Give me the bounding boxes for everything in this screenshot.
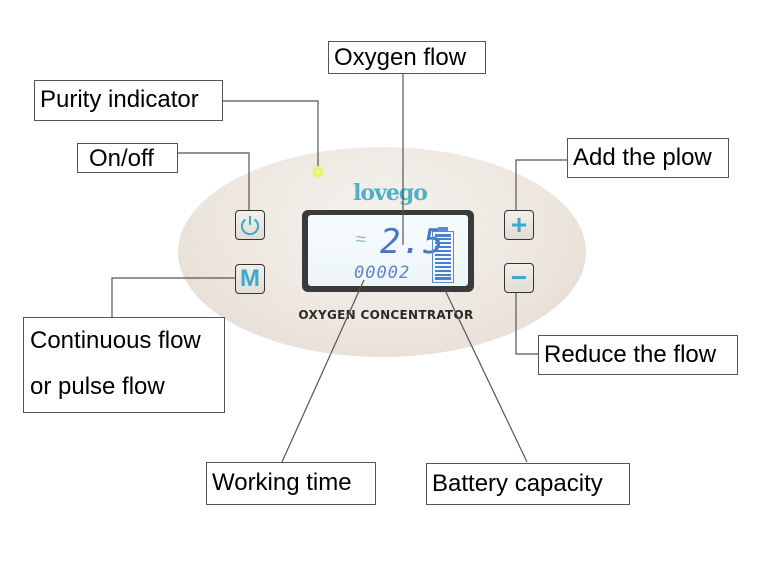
flow-wave-icon: ≈ bbox=[356, 229, 366, 249]
battery-bar bbox=[435, 265, 451, 269]
decrease-flow-button[interactable]: − bbox=[504, 263, 534, 293]
callout-battery-capacity: Battery capacity bbox=[426, 463, 630, 505]
lcd-display: ≈ 2.5 00002 bbox=[302, 210, 474, 292]
battery-bar bbox=[435, 261, 451, 265]
battery-cap bbox=[438, 227, 448, 231]
battery-bar bbox=[435, 273, 451, 277]
product-label: OXYGEN CONCENTRATOR bbox=[298, 308, 474, 322]
callout-continuous-flow-line1: Continuous flow bbox=[30, 327, 201, 354]
callout-add-flow: Add the plow bbox=[567, 138, 729, 178]
purity-indicator-led bbox=[312, 166, 324, 178]
callout-continuous-or-pulse-flow: Continuous flow or pulse flow bbox=[23, 317, 225, 413]
power-button[interactable] bbox=[235, 210, 265, 240]
callout-continuous-flow-line2: or pulse flow bbox=[30, 373, 165, 400]
battery-bar bbox=[435, 269, 451, 273]
battery-bar bbox=[435, 234, 451, 237]
battery-bar bbox=[435, 245, 451, 249]
battery-bar bbox=[435, 237, 451, 241]
battery-bar bbox=[435, 249, 451, 253]
working-time-value: 00002 bbox=[354, 263, 411, 283]
battery-bar bbox=[435, 257, 451, 261]
battery-icon bbox=[432, 231, 454, 283]
mode-button[interactable]: M bbox=[235, 264, 265, 294]
battery-bar bbox=[435, 277, 451, 280]
power-icon bbox=[241, 216, 259, 236]
callout-working-time: Working time bbox=[206, 462, 376, 505]
callout-reduce-flow: Reduce the flow bbox=[538, 335, 738, 375]
lcd-screen: ≈ 2.5 00002 bbox=[308, 215, 468, 286]
battery-bar bbox=[435, 253, 451, 257]
callout-purity-indicator: Purity indicator bbox=[34, 80, 223, 121]
callout-oxygen-flow: Oxygen flow bbox=[328, 41, 486, 74]
callout-on-off: On/off bbox=[77, 143, 178, 173]
brand-logo: lovego bbox=[353, 180, 428, 206]
battery-bar bbox=[435, 241, 451, 245]
increase-flow-button[interactable]: + bbox=[504, 210, 534, 240]
